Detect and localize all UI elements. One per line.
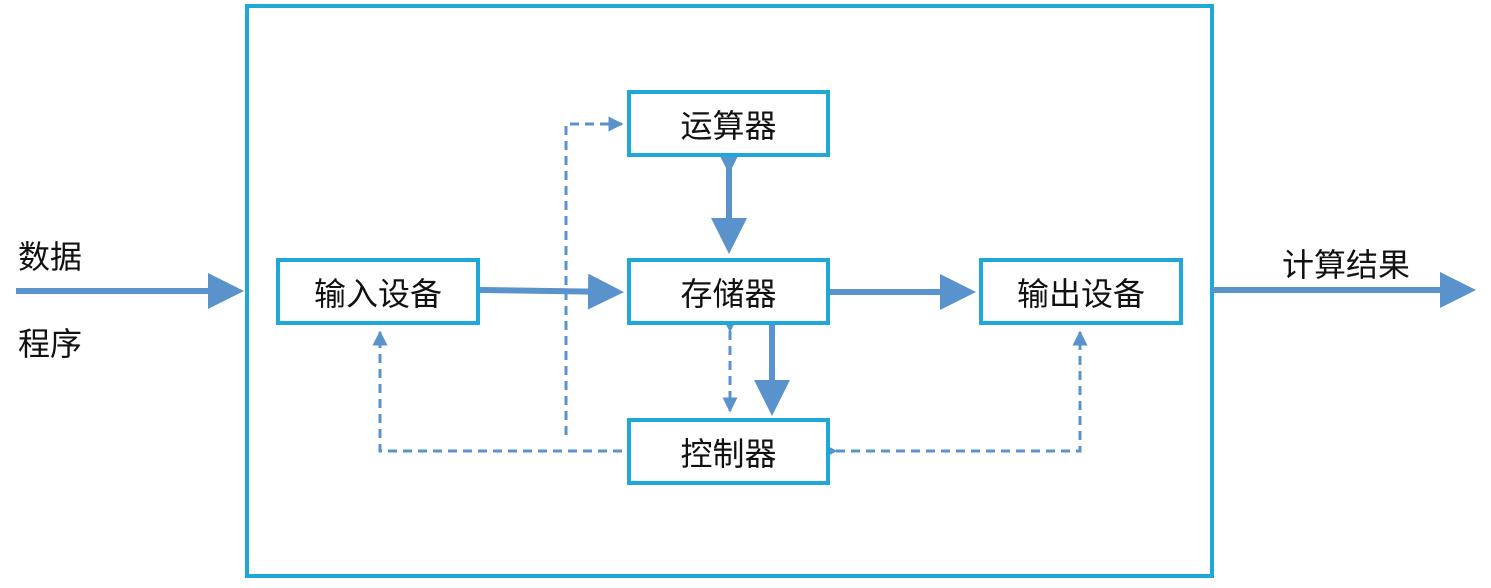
alu-box: 运算器 <box>627 90 830 157</box>
controller-label: 控制器 <box>680 434 777 473</box>
dashed-controller-to-output-device <box>822 330 1088 459</box>
input-label-data: 数据 <box>18 238 83 276</box>
output-device-box: 输出设备 <box>979 258 1183 325</box>
arrow-input-device-to-memory <box>479 273 624 310</box>
controller-box: 控制器 <box>627 418 830 485</box>
input-label-program: 程序 <box>18 325 83 363</box>
output-device-label: 输出设备 <box>1016 274 1145 313</box>
input-device-label: 输入设备 <box>313 274 442 313</box>
dashed-controller-to-input-device <box>372 330 622 453</box>
dashed-controller-to-alu <box>564 116 624 435</box>
output-label-result: 计算结果 <box>1282 246 1411 284</box>
alu-label: 运算器 <box>680 106 777 145</box>
memory-box: 存储器 <box>627 258 830 325</box>
input-device-box: 输入设备 <box>276 258 480 325</box>
memory-label: 存储器 <box>680 274 777 313</box>
